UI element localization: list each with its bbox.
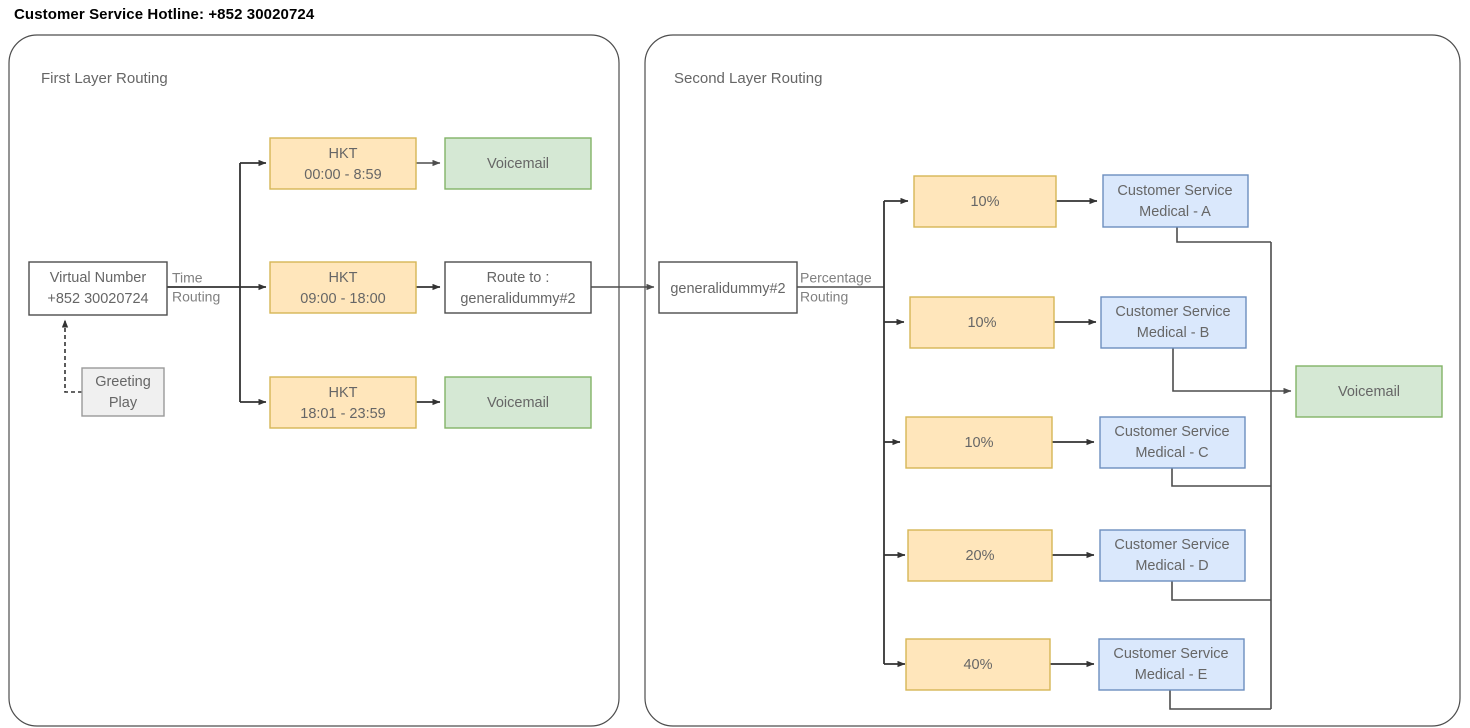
node-generalidummy-entry-box[interactable] — [658, 261, 798, 314]
node-greeting-play-line2: Play — [109, 395, 138, 411]
node-percentage-e-label: 40% — [963, 657, 992, 673]
label-percentage-routing-line2: Routing — [800, 289, 848, 305]
node-hkt-overnight-range: 00:00 - 8:59 — [304, 167, 381, 183]
node-generalidummy-entry[interactable]: generalidummy#2 — [658, 261, 798, 314]
node-agent-e-line1: Customer Service — [1113, 646, 1228, 662]
node-percentage-d-box[interactable] — [907, 529, 1053, 582]
node-virtual-number-line2: +852 30020724 — [47, 291, 148, 307]
node-agent-d-box[interactable] — [1099, 529, 1246, 582]
node-percentage-b[interactable]: 10% — [909, 296, 1055, 349]
node-percentage-d-label: 20% — [965, 548, 994, 564]
label-time-routing-line1: Time — [172, 270, 203, 286]
panel-first-layer-title: First Layer Routing — [41, 70, 168, 87]
label-time-routing: Time Routing — [172, 270, 220, 305]
node-route-to[interactable]: Route to : generalidummy#2 — [444, 261, 592, 314]
edge-agent-d-overflow — [1171, 581, 1271, 601]
node-generalidummy-entry-label: generalidummy#2 — [670, 281, 785, 297]
node-percentage-c-label: 10% — [964, 435, 993, 451]
node-agent-a-line1: Customer Service — [1117, 183, 1232, 199]
node-hkt-overnight-zone: HKT — [329, 146, 358, 162]
page-title: Customer Service Hotline: +852 30020724 — [14, 6, 315, 23]
node-virtual-number-box[interactable] — [28, 261, 168, 316]
node-agent-d-line2: Medical - D — [1135, 558, 1208, 574]
node-agent-d-line1: Customer Service — [1114, 537, 1229, 553]
node-agent-a-box[interactable] — [1102, 174, 1249, 228]
node-hkt-evening-box[interactable] — [269, 376, 417, 429]
node-voicemail-overflow-label: Voicemail — [1338, 384, 1400, 400]
label-time-routing-line2: Routing — [172, 289, 220, 305]
node-agent-e[interactable]: Customer Service Medical - E — [1098, 638, 1245, 691]
node-hkt-overnight-box[interactable] — [269, 137, 417, 190]
label-percentage-routing: Percentage Routing — [800, 270, 872, 305]
node-percentage-a-box[interactable] — [913, 175, 1057, 228]
node-voicemail-overflow[interactable]: Voicemail — [1295, 365, 1443, 418]
label-percentage-routing-line1: Percentage — [800, 270, 872, 286]
edge-agent-e-overflow — [1169, 690, 1271, 710]
node-hkt-office-box[interactable] — [269, 261, 417, 314]
node-percentage-a[interactable]: 10% — [913, 175, 1057, 228]
panel-first-layer: First Layer Routing — [8, 34, 620, 727]
node-voicemail-evening[interactable]: Voicemail — [444, 376, 592, 429]
edge-greeting-to-virtualnumber — [61, 319, 82, 393]
node-percentage-e-box[interactable] — [905, 638, 1051, 691]
node-percentage-a-label: 10% — [970, 194, 999, 210]
node-voicemail-overnight-label: Voicemail — [487, 156, 549, 172]
node-percentage-c-box[interactable] — [905, 416, 1053, 469]
node-hkt-office-range: 09:00 - 18:00 — [300, 291, 385, 307]
node-agent-c-box[interactable] — [1099, 416, 1246, 469]
node-greeting-play-box[interactable] — [81, 367, 165, 417]
node-percentage-d[interactable]: 20% — [907, 529, 1053, 582]
node-voicemail-overnight[interactable]: Voicemail — [444, 137, 592, 190]
node-voicemail-evening-box[interactable] — [444, 376, 592, 429]
node-agent-c-line2: Medical - C — [1135, 445, 1208, 461]
second-layer-connectors — [797, 197, 1292, 710]
node-hkt-evening-zone: HKT — [329, 385, 358, 401]
panel-second-layer: Second Layer Routing — [644, 34, 1461, 727]
node-agent-b[interactable]: Customer Service Medical - B — [1100, 296, 1247, 349]
node-route-to-line1: Route to : — [487, 270, 550, 286]
panel-second-layer-title: Second Layer Routing — [674, 70, 822, 87]
node-percentage-c[interactable]: 10% — [905, 416, 1053, 469]
node-hkt-evening[interactable]: HKT 18:01 - 23:59 — [269, 376, 417, 429]
node-greeting-play-line1: Greeting — [95, 374, 151, 390]
node-agent-b-box[interactable] — [1100, 296, 1247, 349]
node-voicemail-evening-label: Voicemail — [487, 395, 549, 411]
node-hkt-overnight[interactable]: HKT 00:00 - 8:59 — [269, 137, 417, 190]
node-hkt-office-zone: HKT — [329, 270, 358, 286]
node-agent-b-line2: Medical - B — [1137, 325, 1210, 341]
node-agent-a[interactable]: Customer Service Medical - A — [1102, 174, 1249, 228]
node-percentage-b-box[interactable] — [909, 296, 1055, 349]
node-hkt-evening-range: 18:01 - 23:59 — [300, 406, 385, 422]
panel-second-layer-border — [644, 34, 1461, 727]
node-virtual-number-line1: Virtual Number — [50, 270, 147, 286]
edge-agent-c-overflow — [1171, 468, 1271, 487]
node-percentage-e[interactable]: 40% — [905, 638, 1051, 691]
node-agent-d[interactable]: Customer Service Medical - D — [1099, 529, 1246, 582]
node-route-to-line2: generalidummy#2 — [460, 291, 575, 307]
node-agent-c-line1: Customer Service — [1114, 424, 1229, 440]
node-voicemail-overnight-box[interactable] — [444, 137, 592, 190]
node-agent-b-line1: Customer Service — [1115, 304, 1230, 320]
node-voicemail-overflow-box[interactable] — [1295, 365, 1443, 418]
node-virtual-number[interactable]: Virtual Number +852 30020724 — [28, 261, 168, 316]
node-greeting-play[interactable]: Greeting Play — [81, 367, 165, 417]
node-percentage-b-label: 10% — [967, 315, 996, 331]
node-agent-e-box[interactable] — [1098, 638, 1245, 691]
node-hkt-office[interactable]: HKT 09:00 - 18:00 — [269, 261, 417, 314]
node-agent-e-line2: Medical - E — [1135, 667, 1208, 683]
node-route-to-box[interactable] — [444, 261, 592, 314]
first-layer-connectors — [61, 159, 441, 406]
node-agent-a-line2: Medical - A — [1139, 204, 1211, 220]
edge-agent-a-overflow — [1176, 227, 1271, 243]
edge-agent-b-overflow — [1172, 348, 1271, 392]
panel-first-layer-border — [8, 34, 620, 727]
node-agent-c[interactable]: Customer Service Medical - C — [1099, 416, 1246, 469]
